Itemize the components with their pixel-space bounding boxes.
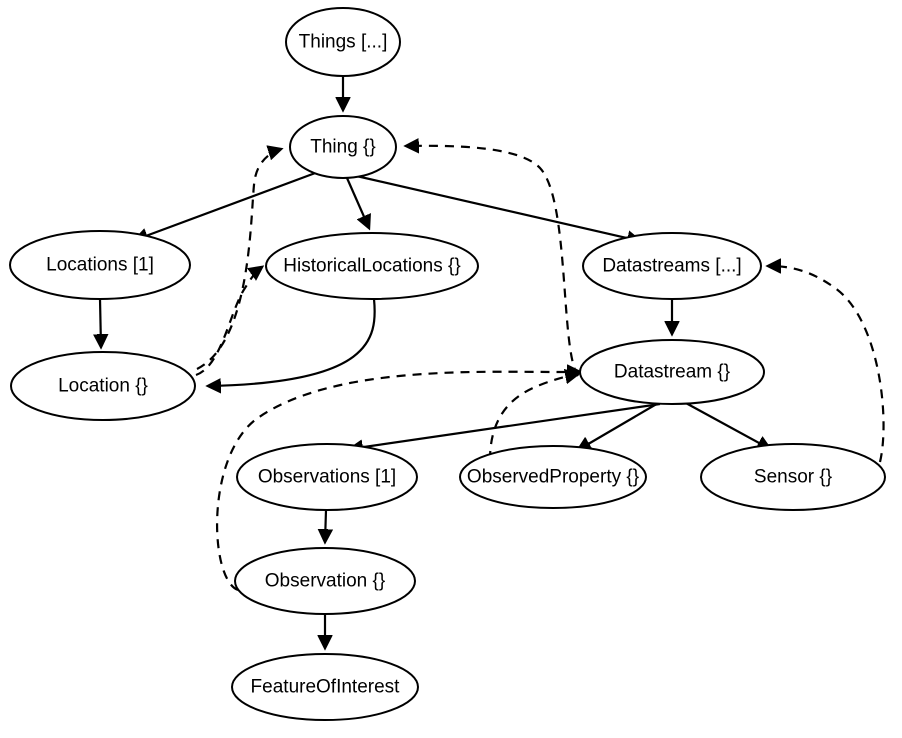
node-observations[interactable]: Observations [1]: [236, 443, 418, 511]
solid-edges-group: [100, 77, 770, 648]
edge-observations-observation: [325, 509, 326, 542]
node-thing-ellipse[interactable]: [289, 115, 397, 179]
edge-thing-locations: [135, 170, 319, 240]
edge-historicallocations-location: [208, 298, 376, 386]
edge-location-historicallocations: [195, 267, 262, 377]
node-historicallocations-ellipse[interactable]: [265, 232, 479, 300]
edge-datastream-observations: [350, 402, 661, 449]
node-things-ellipse[interactable]: [285, 7, 401, 77]
node-location-label: Location {}: [58, 376, 148, 397]
edge-thing-historicallocations: [345, 177, 369, 228]
edge-datastream-thing: [406, 146, 579, 377]
edge-thing-datastreams: [351, 173, 640, 241]
node-things[interactable]: Things [...]: [285, 7, 401, 77]
node-observedproperty[interactable]: ObservedProperty {}: [459, 445, 647, 509]
node-sensor-label: Sensor {}: [754, 467, 832, 488]
edge-observedproperty-datastream: [488, 374, 578, 461]
node-datastreams-label: Datastreams [...]: [602, 256, 741, 277]
node-observation[interactable]: Observation {}: [234, 547, 416, 615]
node-datastream[interactable]: Datastream {}: [579, 339, 765, 405]
node-featureofinterest[interactable]: FeatureOfInterest: [231, 653, 419, 721]
edge-location-thing: [196, 149, 281, 370]
node-datastream-label: Datastream {}: [614, 362, 730, 383]
node-location-ellipse[interactable]: [10, 351, 196, 421]
node-featureofinterest-label: FeatureOfInterest: [251, 677, 401, 698]
nodes-group: Things [...] Thing {} Locations [1] Hist…: [9, 7, 886, 721]
node-observations-ellipse[interactable]: [236, 443, 418, 511]
node-datastream-ellipse[interactable]: [579, 339, 765, 405]
node-featureofinterest-ellipse[interactable]: [231, 653, 419, 721]
node-datastreams[interactable]: Datastreams [...]: [582, 232, 762, 300]
node-observedproperty-ellipse[interactable]: [459, 445, 647, 509]
node-sensor-ellipse[interactable]: [700, 443, 886, 511]
edge-datastream-sensor: [683, 401, 770, 449]
node-datastreams-ellipse[interactable]: [582, 232, 762, 300]
node-observation-label: Observation {}: [265, 571, 385, 592]
node-sensor[interactable]: Sensor {}: [700, 443, 886, 511]
node-locations[interactable]: Locations [1]: [9, 230, 191, 300]
node-historicallocations-label: HistoricalLocations {}: [283, 256, 460, 277]
node-observations-label: Observations [1]: [258, 467, 396, 488]
node-historicallocations[interactable]: HistoricalLocations {}: [265, 232, 479, 300]
edge-sensor-datastreams: [768, 266, 885, 463]
node-things-label: Things [...]: [299, 32, 388, 53]
node-locations-label: Locations [1]: [46, 255, 154, 276]
node-observation-ellipse[interactable]: [234, 547, 416, 615]
node-thing[interactable]: Thing {}: [289, 115, 397, 179]
node-locations-ellipse[interactable]: [9, 230, 191, 300]
dashed-edges-group: [195, 146, 885, 592]
node-location[interactable]: Location {}: [10, 351, 196, 421]
edge-locations-location: [100, 298, 101, 347]
node-thing-label: Thing {}: [310, 137, 376, 158]
edge-datastream-observedproperty: [578, 401, 661, 450]
node-observedproperty-label: ObservedProperty {}: [467, 467, 639, 488]
